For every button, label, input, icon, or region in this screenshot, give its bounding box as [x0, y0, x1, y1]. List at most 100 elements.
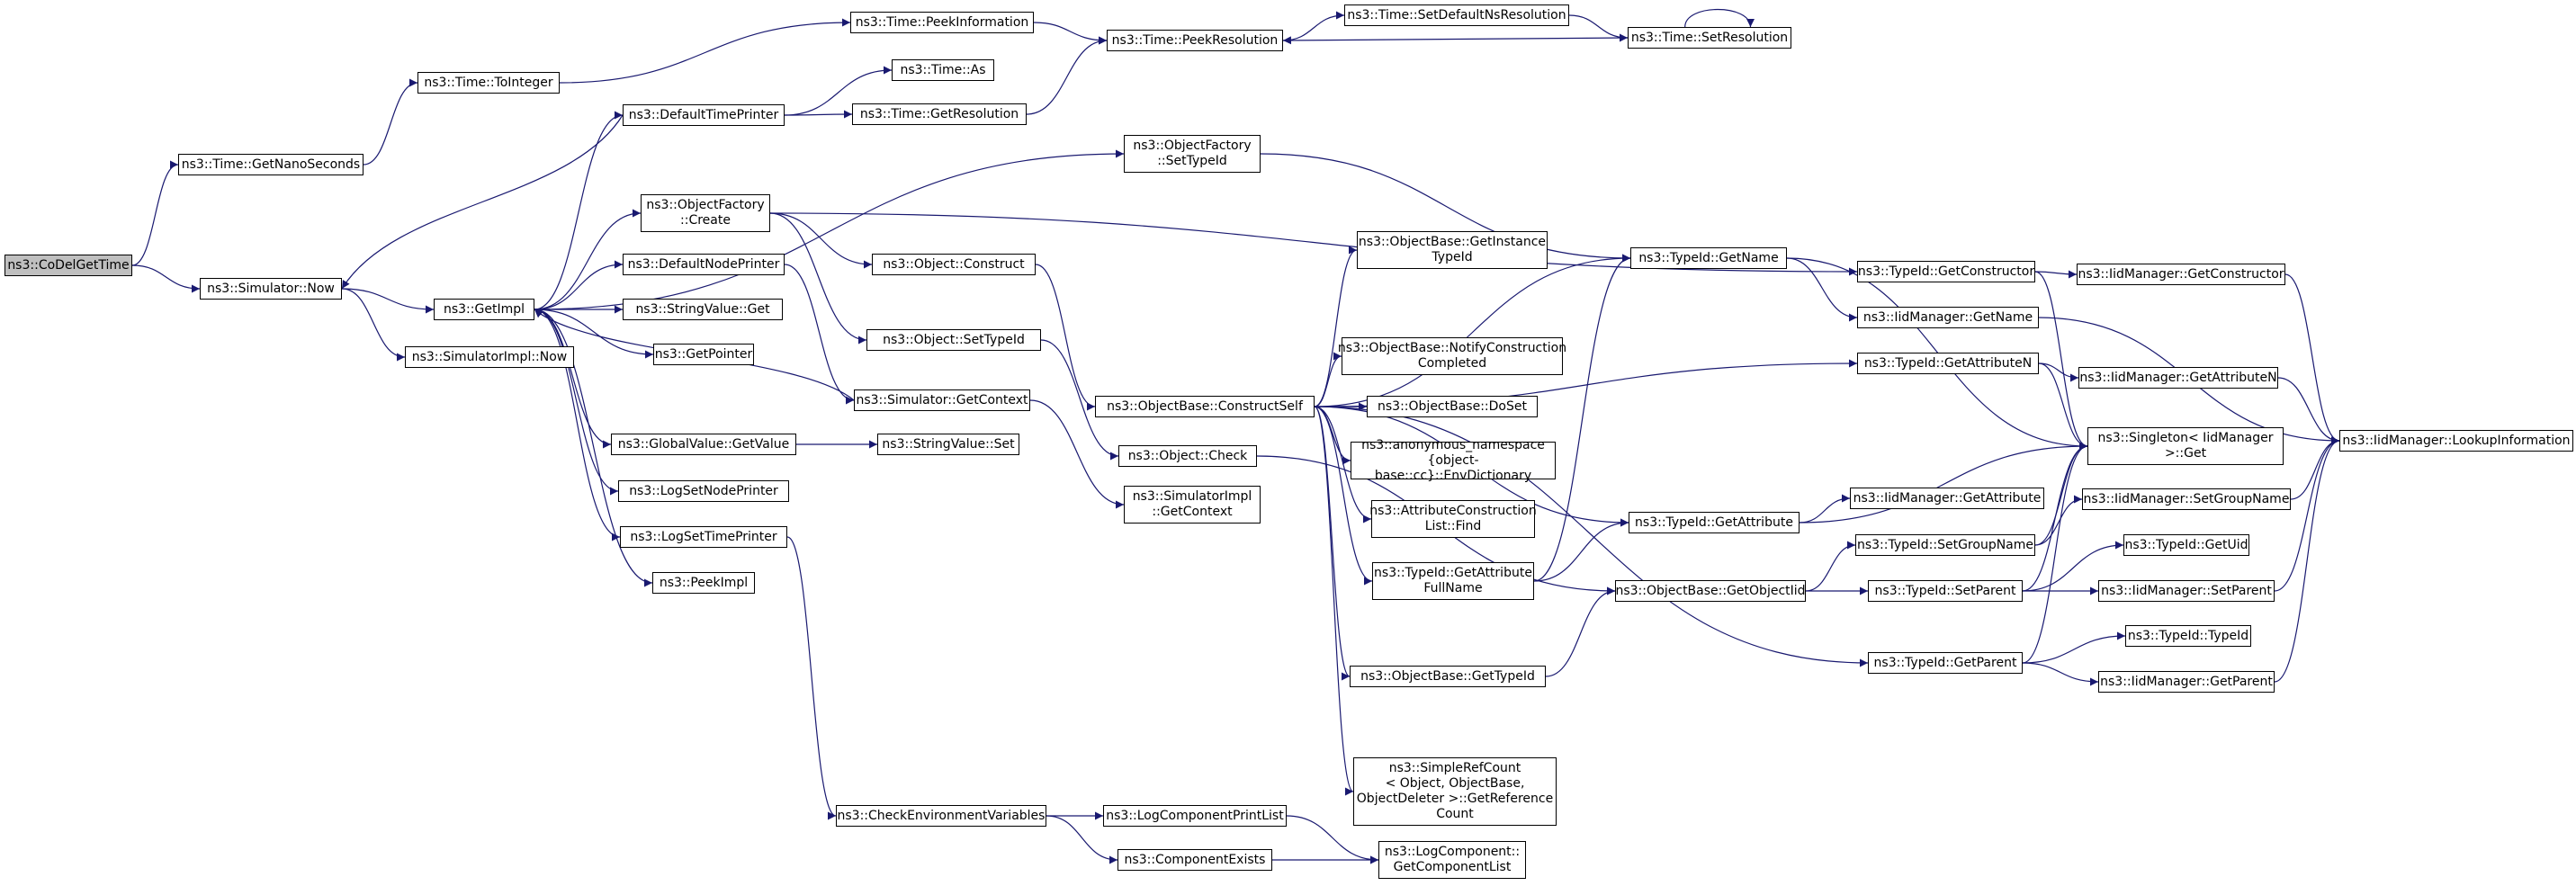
call-edge-defnodeprinter-to-simgetctx [784, 264, 855, 405]
graph-node-compexists[interactable]: ns3::ComponentExists [1117, 849, 1272, 871]
graph-node-defnodeprinter[interactable]: ns3::DefaultNodePrinter [623, 254, 785, 275]
call-edge-obgetobjtid-to-tidsetgroup [1805, 541, 1856, 592]
call-edge-logsettime-to-checkenv [786, 536, 837, 820]
graph-node-iidsetparent[interactable]: ns3::IidManager::SetParent [2098, 580, 2275, 602]
graph-node-iidgetattr[interactable]: ns3::IidManager::GetAttribute [1850, 488, 2044, 509]
root-node: ns3::CoDelGetTime [4, 255, 132, 276]
graph-node-tidsetgroup[interactable]: ns3::TypeId::SetGroupName [1855, 534, 2035, 556]
graph-node-timeas[interactable]: ns3::Time::As [892, 59, 994, 81]
graph-node-simgetctx[interactable]: ns3::Simulator::GetContext [854, 389, 1030, 411]
graph-node-objsettypeid[interactable]: ns3::Object::SetTypeId [866, 329, 1041, 351]
call-edge-obgettypeid-to-obgetobjtid [1545, 586, 1616, 677]
call-edge-tidgetctor-to-iidgetctor [2034, 270, 2078, 279]
graph-node-tidgetctor[interactable]: ns3::TypeId::GetConstructor [1857, 261, 2035, 282]
call-edge-peekinfo-to-peekres [1033, 22, 1108, 45]
graph-node-setres[interactable]: ns3::Time::SetResolution [1628, 27, 1791, 49]
graph-node-tidtypeid[interactable]: ns3::TypeId::TypeId [2125, 625, 2251, 647]
graph-node-setdefns[interactable]: ns3::Time::SetDefaultNsResolution [1344, 4, 1569, 26]
call-edge-obconstructself-to-simplerefcount [1314, 406, 1354, 796]
graph-node-iidgetctor[interactable]: ns3::IidManager::GetConstructor [2077, 264, 2285, 285]
graph-node-ofsettypeid[interactable]: ns3::ObjectFactory ::SetTypeId [1124, 135, 1261, 173]
call-edge-getimpl-to-globalvalget [534, 309, 612, 449]
call-edge-tidgetctor-to-singleton [2034, 271, 2088, 451]
call-edge-ofsettypeid-to-tidgetname [1260, 153, 1631, 263]
graph-node-peekinfo[interactable]: ns3::Time::PeekInformation [850, 12, 1034, 33]
call-edge-obconstructself-to-tidgetname [1314, 254, 1631, 407]
graph-node-tidgetattrfull[interactable]: ns3::TypeId::GetAttribute FullName [1372, 562, 1534, 600]
call-edge-getres-to-peekres [1026, 36, 1108, 115]
graph-node-checkenv[interactable]: ns3::CheckEnvironmentVariables [836, 805, 1046, 827]
call-edge-tointeger-to-peekinfo [559, 18, 851, 84]
graph-node-obgettypeid[interactable]: ns3::ObjectBase::GetTypeId [1350, 666, 1546, 687]
call-edge-simnow-to-getimpl [341, 288, 435, 314]
graph-node-simnow[interactable]: ns3::Simulator::Now [200, 278, 342, 300]
graph-node-tidsetparent[interactable]: ns3::TypeId::SetParent [1868, 580, 2023, 602]
graph-node-singleton[interactable]: ns3::Singleton< IidManager >::Get [2087, 427, 2284, 465]
call-edge-objconstruct-to-obconstructself [1035, 264, 1096, 411]
graph-node-deftimeprinter[interactable]: ns3::DefaultTimePrinter [623, 104, 785, 126]
graph-node-peekimpl[interactable]: ns3::PeekImpl [652, 572, 755, 594]
graph-node-envdict[interactable]: ns3::anonymous_namespace {object-base::c… [1351, 438, 1556, 483]
graph-node-tidgetname[interactable]: ns3::TypeId::GetName [1630, 247, 1787, 269]
graph-node-obgetinstance[interactable]: ns3::ObjectBase::GetInstance TypeId [1357, 231, 1548, 269]
graph-node-obdoset[interactable]: ns3::ObjectBase::DoSet [1367, 396, 1538, 417]
call-edge-tidgetattr-to-iidgetattr [1799, 494, 1851, 524]
call-edge-obconstructself-to-attrfind [1314, 406, 1372, 524]
graph-node-attrfind[interactable]: ns3::AttributeConstruction List::Find [1369, 500, 1537, 538]
call-edge-obconstructself-to-obnotify [1314, 352, 1342, 407]
graph-node-getimpl[interactable]: ns3::GetImpl [434, 299, 534, 320]
call-edge-simnow-to-simimplnow [341, 288, 406, 362]
graph-node-ofcreate[interactable]: ns3::ObjectFactory ::Create [641, 194, 770, 232]
call-edge-tidgetparent-to-singleton [2022, 442, 2088, 664]
call-edge-setdefns-to-setres [1568, 14, 1629, 42]
graph-node-tointeger[interactable]: ns3::Time::ToInteger [417, 72, 560, 94]
call-edge-tidgetattrfull-to-tidgetname [1533, 254, 1631, 582]
graph-node-iidgetparent[interactable]: ns3::IidManager::GetParent [2098, 671, 2275, 693]
graph-node-getres[interactable]: ns3::Time::GetResolution [852, 103, 1027, 125]
graph-node-logcompget[interactable]: ns3::LogComponent:: GetComponentList [1378, 841, 1526, 879]
call-edge-obconstructself-to-envdict [1314, 406, 1351, 465]
graph-node-simimplgetctx[interactable]: ns3::SimulatorImpl ::GetContext [1124, 486, 1261, 524]
call-edge-codel-to-getnano [131, 160, 179, 266]
graph-node-tidgetparent[interactable]: ns3::TypeId::GetParent [1868, 652, 2023, 674]
graph-node-objcheck[interactable]: ns3::Object::Check [1118, 445, 1257, 467]
graph-node-getnano[interactable]: ns3::Time::GetNanoSeconds [178, 154, 364, 175]
graph-node-iidsetgroup[interactable]: ns3::IidManager::SetGroupName [2082, 488, 2291, 510]
graph-node-tidgetuid[interactable]: ns3::TypeId::GetUid [2123, 534, 2249, 556]
call-edge-getnano-to-tointeger [363, 78, 418, 166]
graph-node-obnotify[interactable]: ns3::ObjectBase::NotifyConstruction Comp… [1338, 337, 1566, 375]
graph-node-obgetobjtid[interactable]: ns3::ObjectBase::GetObjectIid [1615, 580, 1806, 602]
graph-node-tidgetattr[interactable]: ns3::TypeId::GetAttribute [1629, 512, 1800, 533]
call-edge-tidgetparent-to-iidgetparent [2022, 662, 2099, 686]
graph-node-logcompprint[interactable]: ns3::LogComponentPrintList [1103, 805, 1287, 827]
graph-node-strvalset[interactable]: ns3::StringValue::Set [877, 434, 1019, 455]
call-edge-objsettypeid-to-objcheck [1040, 339, 1119, 461]
graph-node-simimplnow[interactable]: ns3::SimulatorImpl::Now [405, 346, 574, 368]
graph-node-simplerefcount[interactable]: ns3::SimpleRefCount < Object, ObjectBase… [1353, 757, 1557, 826]
graph-node-objconstruct[interactable]: ns3::Object::Construct [872, 254, 1036, 275]
call-edge-tidgetattrn-to-iidgetattrn [2038, 362, 2079, 382]
call-edge-ofcreate-to-objsettypeid [769, 212, 867, 345]
call-edge-deftimeprinter-to-getres [784, 110, 853, 119]
call-edge-setres-to-peekres [1282, 36, 1629, 45]
graph-node-obconstructself[interactable]: ns3::ObjectBase::ConstructSelf [1095, 396, 1315, 417]
graph-node-peekres[interactable]: ns3::Time::PeekResolution [1107, 30, 1283, 51]
call-edge-obconstructself-to-obgetinstance [1314, 246, 1358, 407]
graph-node-iidlookup[interactable]: ns3::IidManager::LookupInformation [2339, 430, 2573, 452]
graph-node-iidgetname[interactable]: ns3::IidManager::GetName [1857, 307, 2039, 328]
call-edge-tidsetgroup-to-iidsetgroup [2034, 495, 2083, 546]
call-edge-peekres-to-setdefns [1282, 11, 1345, 41]
call-edge-getimpl-to-deftimeprinter [534, 111, 624, 310]
call-edge-checkenv-to-compexists [1046, 815, 1118, 864]
call-edge-iidsetgroup-to-iidlookup [2290, 436, 2340, 500]
graph-node-globalvalget[interactable]: ns3::GlobalValue::GetValue [611, 434, 796, 455]
graph-node-logsettime[interactable]: ns3::LogSetTimePrinter [620, 526, 787, 548]
graph-node-logsetnode[interactable]: ns3::LogSetNodePrinter [618, 480, 789, 502]
graph-node-strvalget[interactable]: ns3::StringValue::Get [623, 299, 783, 320]
call-edge-tidgetattrfull-to-tidgetattr [1533, 518, 1629, 582]
call-edge-iidgetattrn-to-iidlookup [2277, 377, 2340, 445]
call-edge-getimpl-to-logsettime [534, 309, 621, 541]
graph-node-tidgetattrn[interactable]: ns3::TypeId::GetAttributeN [1857, 353, 2039, 374]
graph-node-iidgetattrn[interactable]: ns3::IidManager::GetAttributeN [2078, 367, 2278, 389]
graph-node-getpointer[interactable]: ns3::GetPointer [653, 344, 754, 365]
